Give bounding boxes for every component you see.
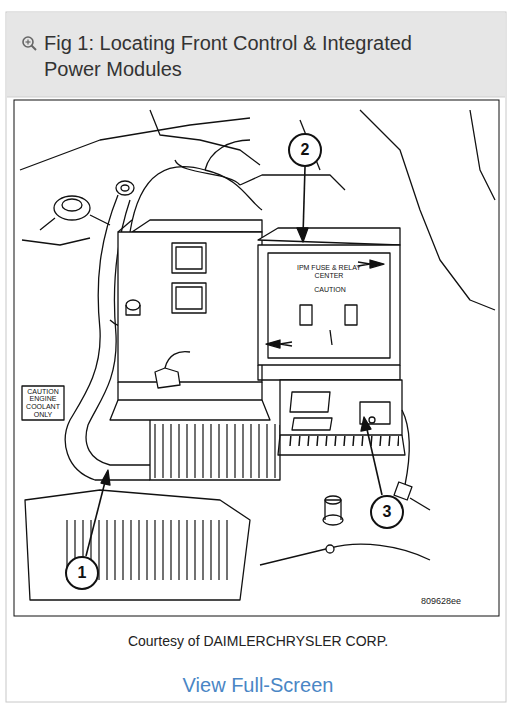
- caution-label: CAUTION: [314, 286, 346, 294]
- view-full-screen-link: View Full-Screen: [183, 674, 334, 697]
- figure-id: 809628ee: [421, 596, 461, 606]
- coolant-caution-label: CAUTION ENGINE COOLANT ONLY: [23, 388, 63, 419]
- callout-number: 3: [383, 503, 392, 521]
- callout-number: 2: [301, 141, 310, 159]
- callout-number: 1: [78, 564, 87, 582]
- ipm-label: IPM FUSE & RELAY CENTER: [294, 264, 364, 279]
- figure-caption: Courtesy of DAIMLERCHRYSLER CORP.: [128, 633, 388, 649]
- figure-title: Fig 1: Locating Front Control & Integrat…: [44, 30, 424, 82]
